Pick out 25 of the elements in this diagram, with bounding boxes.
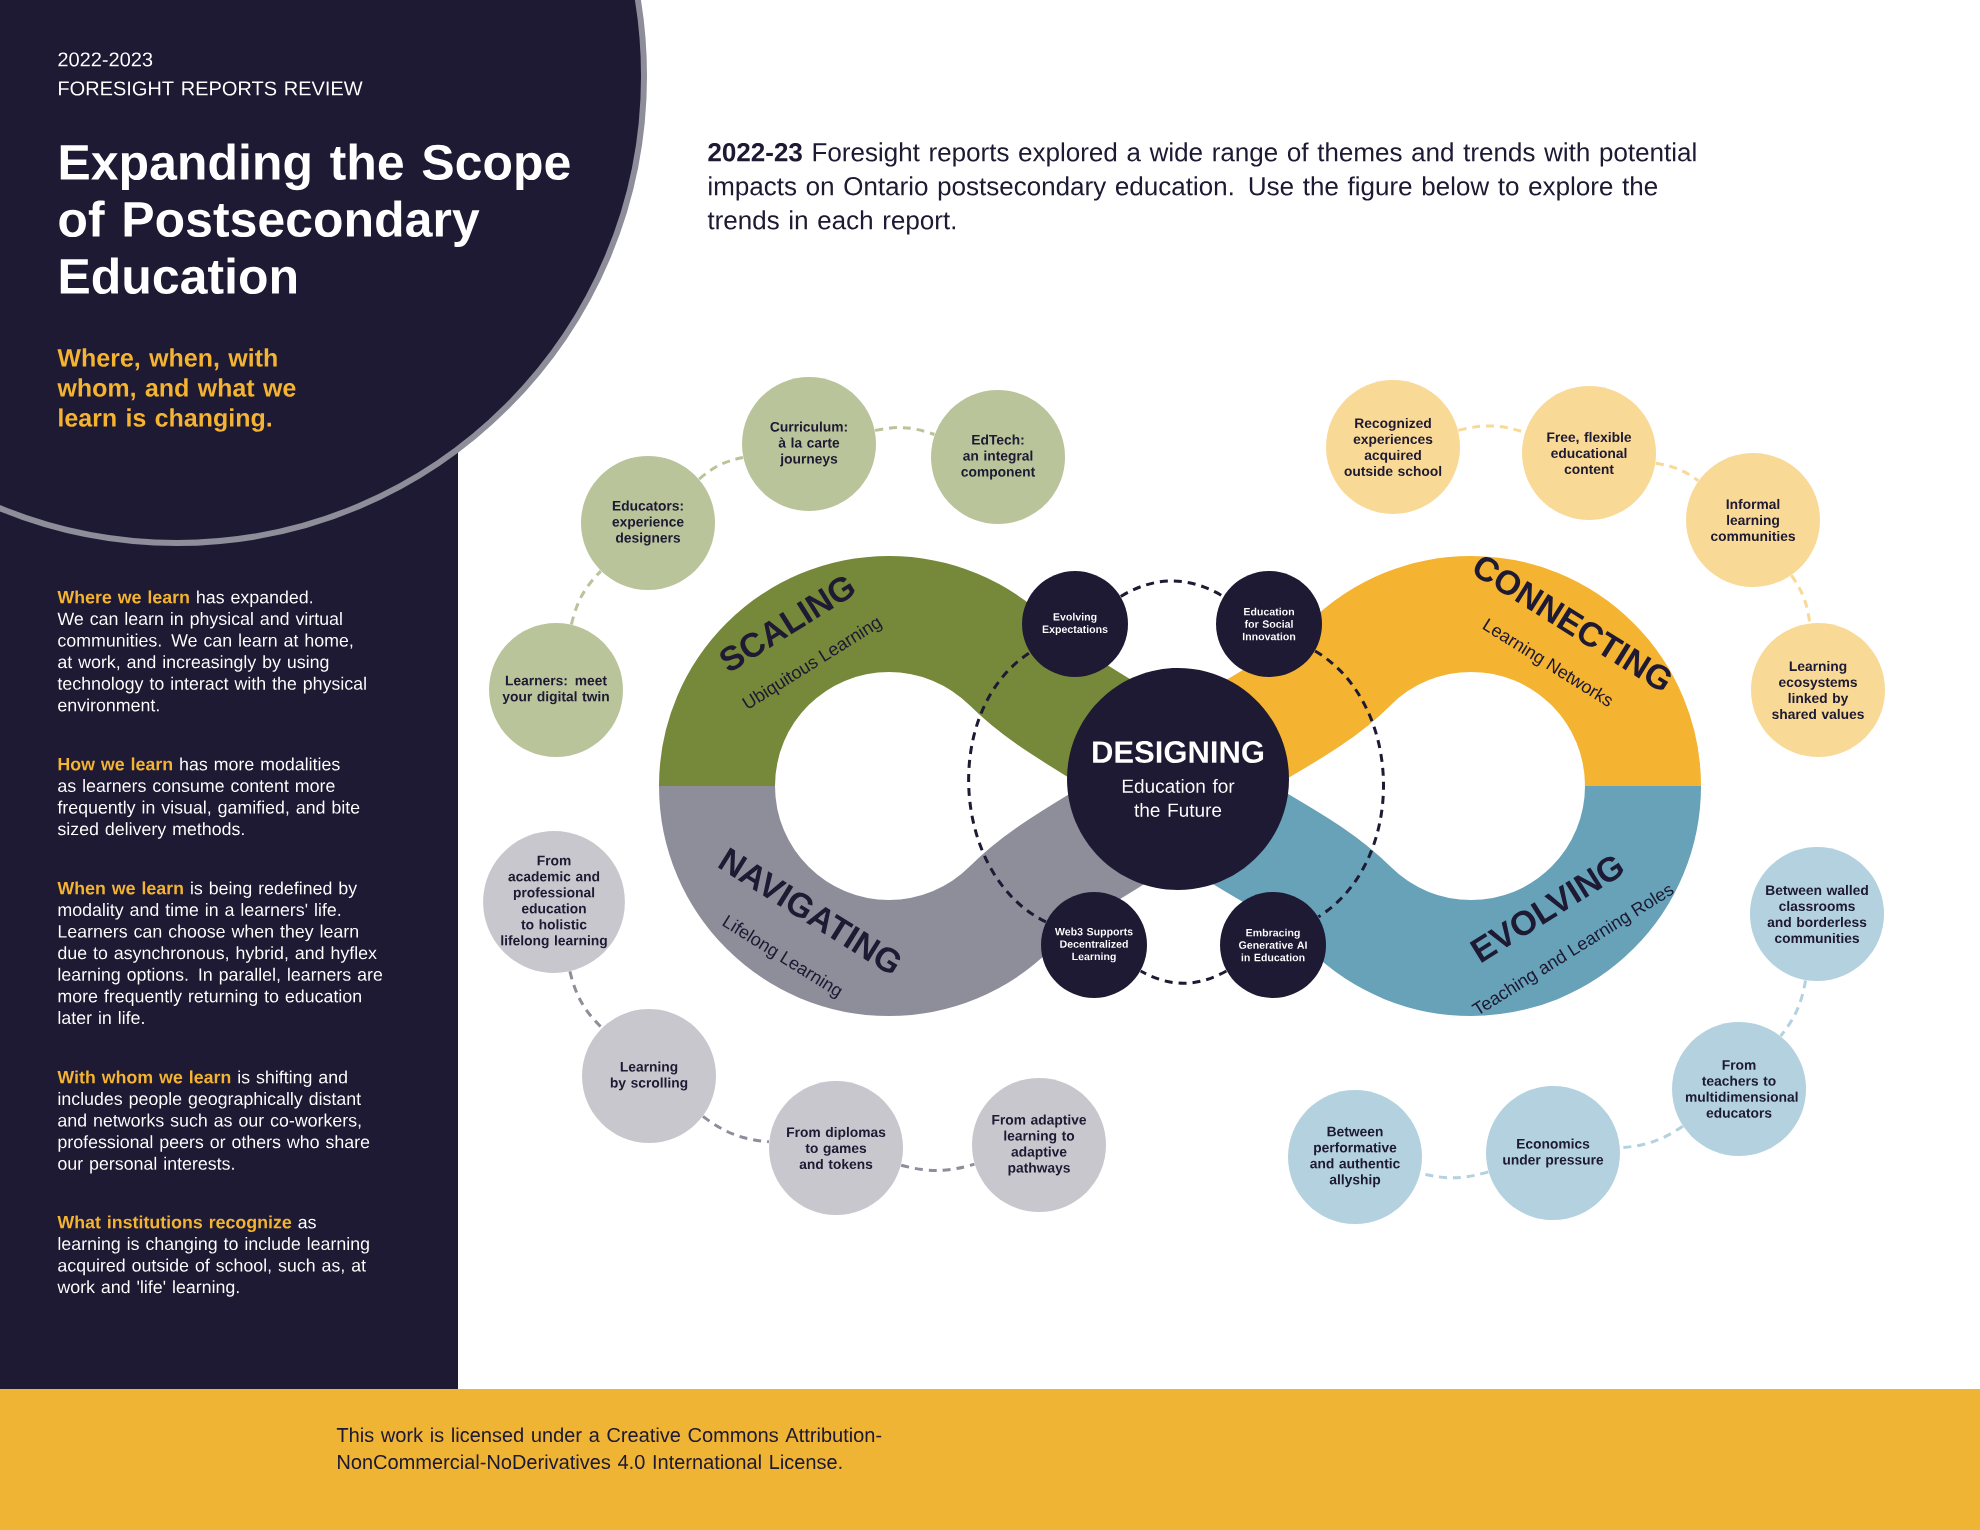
dashed-connector — [698, 456, 744, 481]
dashed-connector — [1790, 574, 1812, 624]
dashed-connector — [1120, 579, 1224, 598]
dashed-connector — [1620, 1124, 1684, 1150]
dashed-connector — [1655, 461, 1700, 482]
dashed-connector — [874, 426, 935, 436]
paragraph: How we learn has more modalities as learners consume content more frequently in visual, gamified, and bite sized delivery methods. — [57, 757, 360, 839]
paragraph: What institutions recognize as learning is changing to include learning acquired outside of school, such as, at work and 'life' learning. — [57, 1215, 369, 1297]
year-label: 2022-2023 — [58, 52, 153, 67]
paragraph: Where we learn has expanded. We can learn in physical and virtual communities. We can learn at home, at work, and increasingly by using technology to interact with the physical environment. — [57, 590, 366, 712]
paragraph: With whom we learn is shifting and includes people geographically distant and networks such as our co-workers, professional peers or others who share our personal interests. — [57, 1070, 370, 1174]
subtitle: Where, when, with whom, and what we learn is changing. — [57, 348, 296, 432]
dashed-connector — [702, 1115, 770, 1144]
dashed-connector — [1139, 969, 1228, 985]
report-heading: FORESIGHT REPORTS REVIEW — [59, 81, 363, 96]
dashed-connector — [570, 570, 602, 625]
dashed-connector — [967, 651, 1047, 924]
dashed-connector — [900, 1162, 975, 1172]
dashed-connector — [568, 971, 603, 1029]
title: Expanding the Scope of Postsecondary Education — [59, 143, 570, 295]
intro-text: 2022-23 Foresight reports explored a wide range of themes and trends with potential impacts on Ontario postsecondary education. Use the figure below to explore the trends in each report. — [707, 142, 1696, 235]
license-text: This work is licensed under a Creative Commons Attribution-NonCommercial-NoDerivatives 4.0 International License. — [336, 1427, 882, 1470]
dashed-connector — [1314, 649, 1385, 918]
paragraph: When we learn is being redefined by modality and time in a learners' life. Learners can choose when they learn due to asynchronous, hybrid, and hyflex learning options. In parallel, learners are more frequently returning to education later in life. — [57, 881, 383, 1025]
dashed-connector — [1779, 980, 1807, 1037]
